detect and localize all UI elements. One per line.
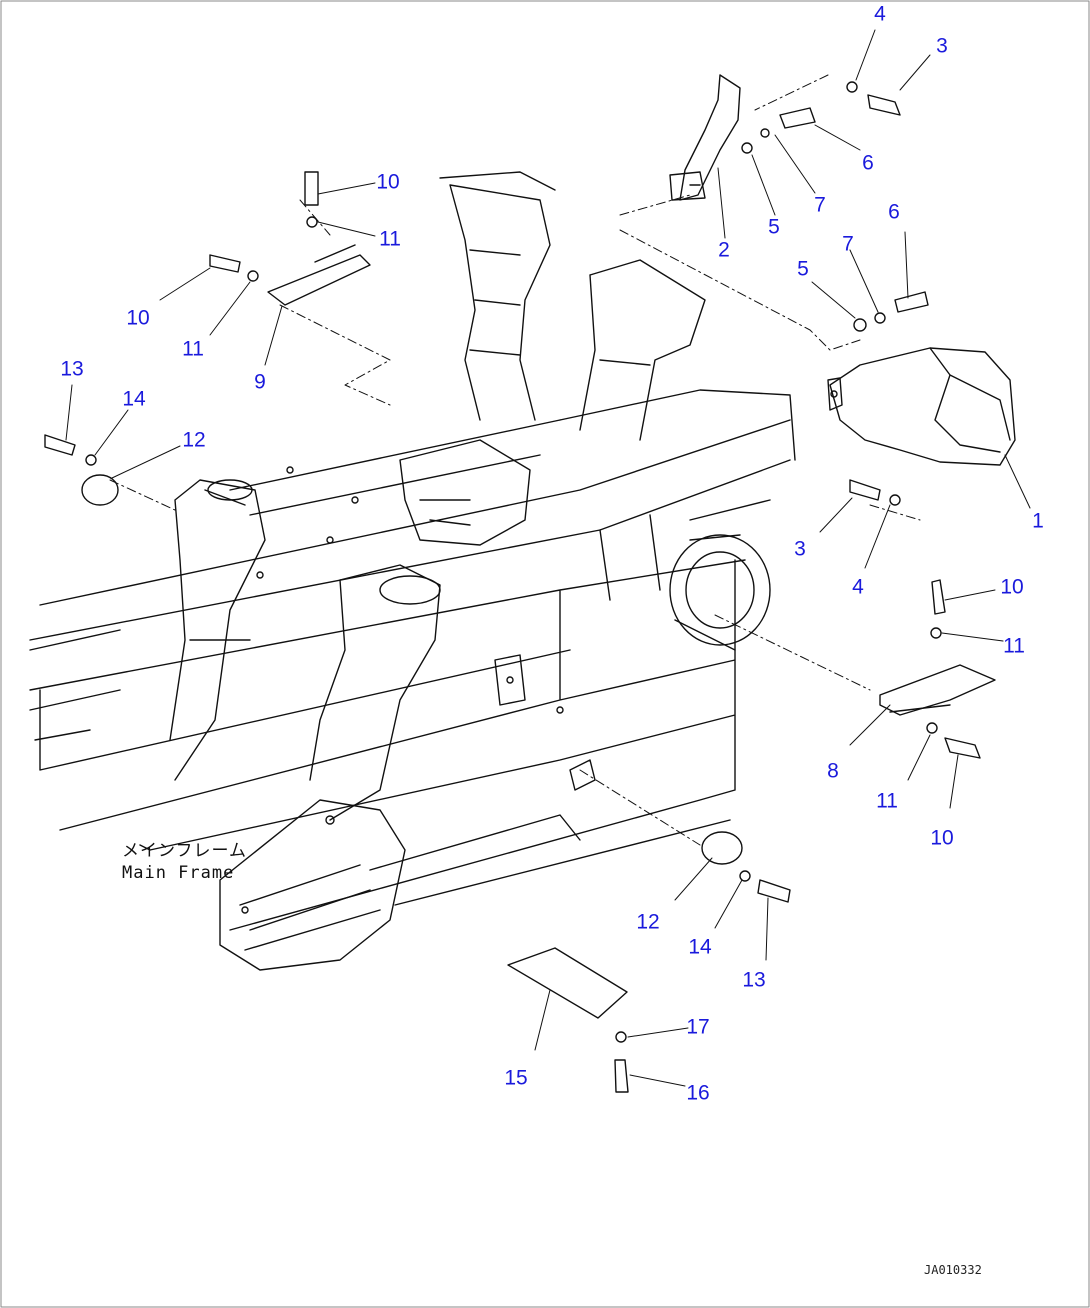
callout-part-12[interactable]: 12	[182, 428, 206, 452]
callout-part-10[interactable]: 10	[126, 306, 150, 330]
part-15-plate	[507, 947, 628, 1019]
frame-caption-japanese: メインフレーム	[122, 841, 247, 861]
callout-part-4[interactable]: 4	[852, 575, 864, 599]
drawing-id: JA010332	[924, 1263, 982, 1277]
callout-part-3[interactable]: 3	[794, 537, 806, 561]
part-1-cover	[827, 347, 1016, 466]
callout-part-12[interactable]: 12	[636, 910, 660, 934]
callout-part-14[interactable]: 14	[688, 935, 712, 959]
callout-part-5[interactable]: 5	[797, 257, 809, 281]
callout-part-2[interactable]: 2	[718, 238, 730, 262]
callout-part-11[interactable]: 11	[379, 227, 401, 251]
callout-part-7[interactable]: 7	[814, 193, 826, 217]
callout-part-5[interactable]: 5	[768, 215, 780, 239]
fasteners	[44, 81, 981, 1093]
callout-part-6[interactable]: 6	[888, 200, 900, 224]
leader-lines	[65, 29, 1031, 1087]
callout-part-6[interactable]: 6	[862, 151, 874, 175]
part-9-plate	[267, 244, 371, 306]
callout-part-10[interactable]: 10	[376, 170, 400, 194]
callout-part-3[interactable]: 3	[936, 34, 948, 58]
callout-part-17[interactable]: 17	[686, 1015, 710, 1039]
callout-part-13[interactable]: 13	[742, 968, 766, 992]
main-frame	[29, 171, 796, 971]
callout-part-14[interactable]: 14	[122, 387, 146, 411]
frame-caption: メインフレーム Main Frame	[122, 840, 247, 884]
callout-part-11[interactable]: 11	[1003, 634, 1025, 658]
callout-part-7[interactable]: 7	[842, 232, 854, 256]
part-8-plate	[879, 664, 996, 716]
callout-part-10[interactable]: 10	[1000, 575, 1024, 599]
callout-part-11[interactable]: 11	[876, 789, 898, 813]
part-12-cover-left	[81, 474, 119, 506]
callout-part-4[interactable]: 4	[874, 2, 886, 26]
callout-part-10[interactable]: 10	[930, 826, 954, 850]
alignment-lines	[109, 74, 921, 846]
part-2-bracket	[669, 74, 741, 201]
callout-part-13[interactable]: 13	[60, 357, 84, 381]
frame-caption-english: Main Frame	[122, 863, 235, 883]
callout-part-9[interactable]: 9	[254, 370, 266, 394]
callout-part-1[interactable]: 1	[1032, 509, 1044, 533]
callout-part-8[interactable]: 8	[827, 759, 839, 783]
part-12-cover-right	[701, 831, 743, 865]
callout-part-16[interactable]: 16	[686, 1081, 710, 1105]
callout-part-15[interactable]: 15	[504, 1066, 528, 1090]
callout-part-11[interactable]: 11	[182, 337, 204, 361]
